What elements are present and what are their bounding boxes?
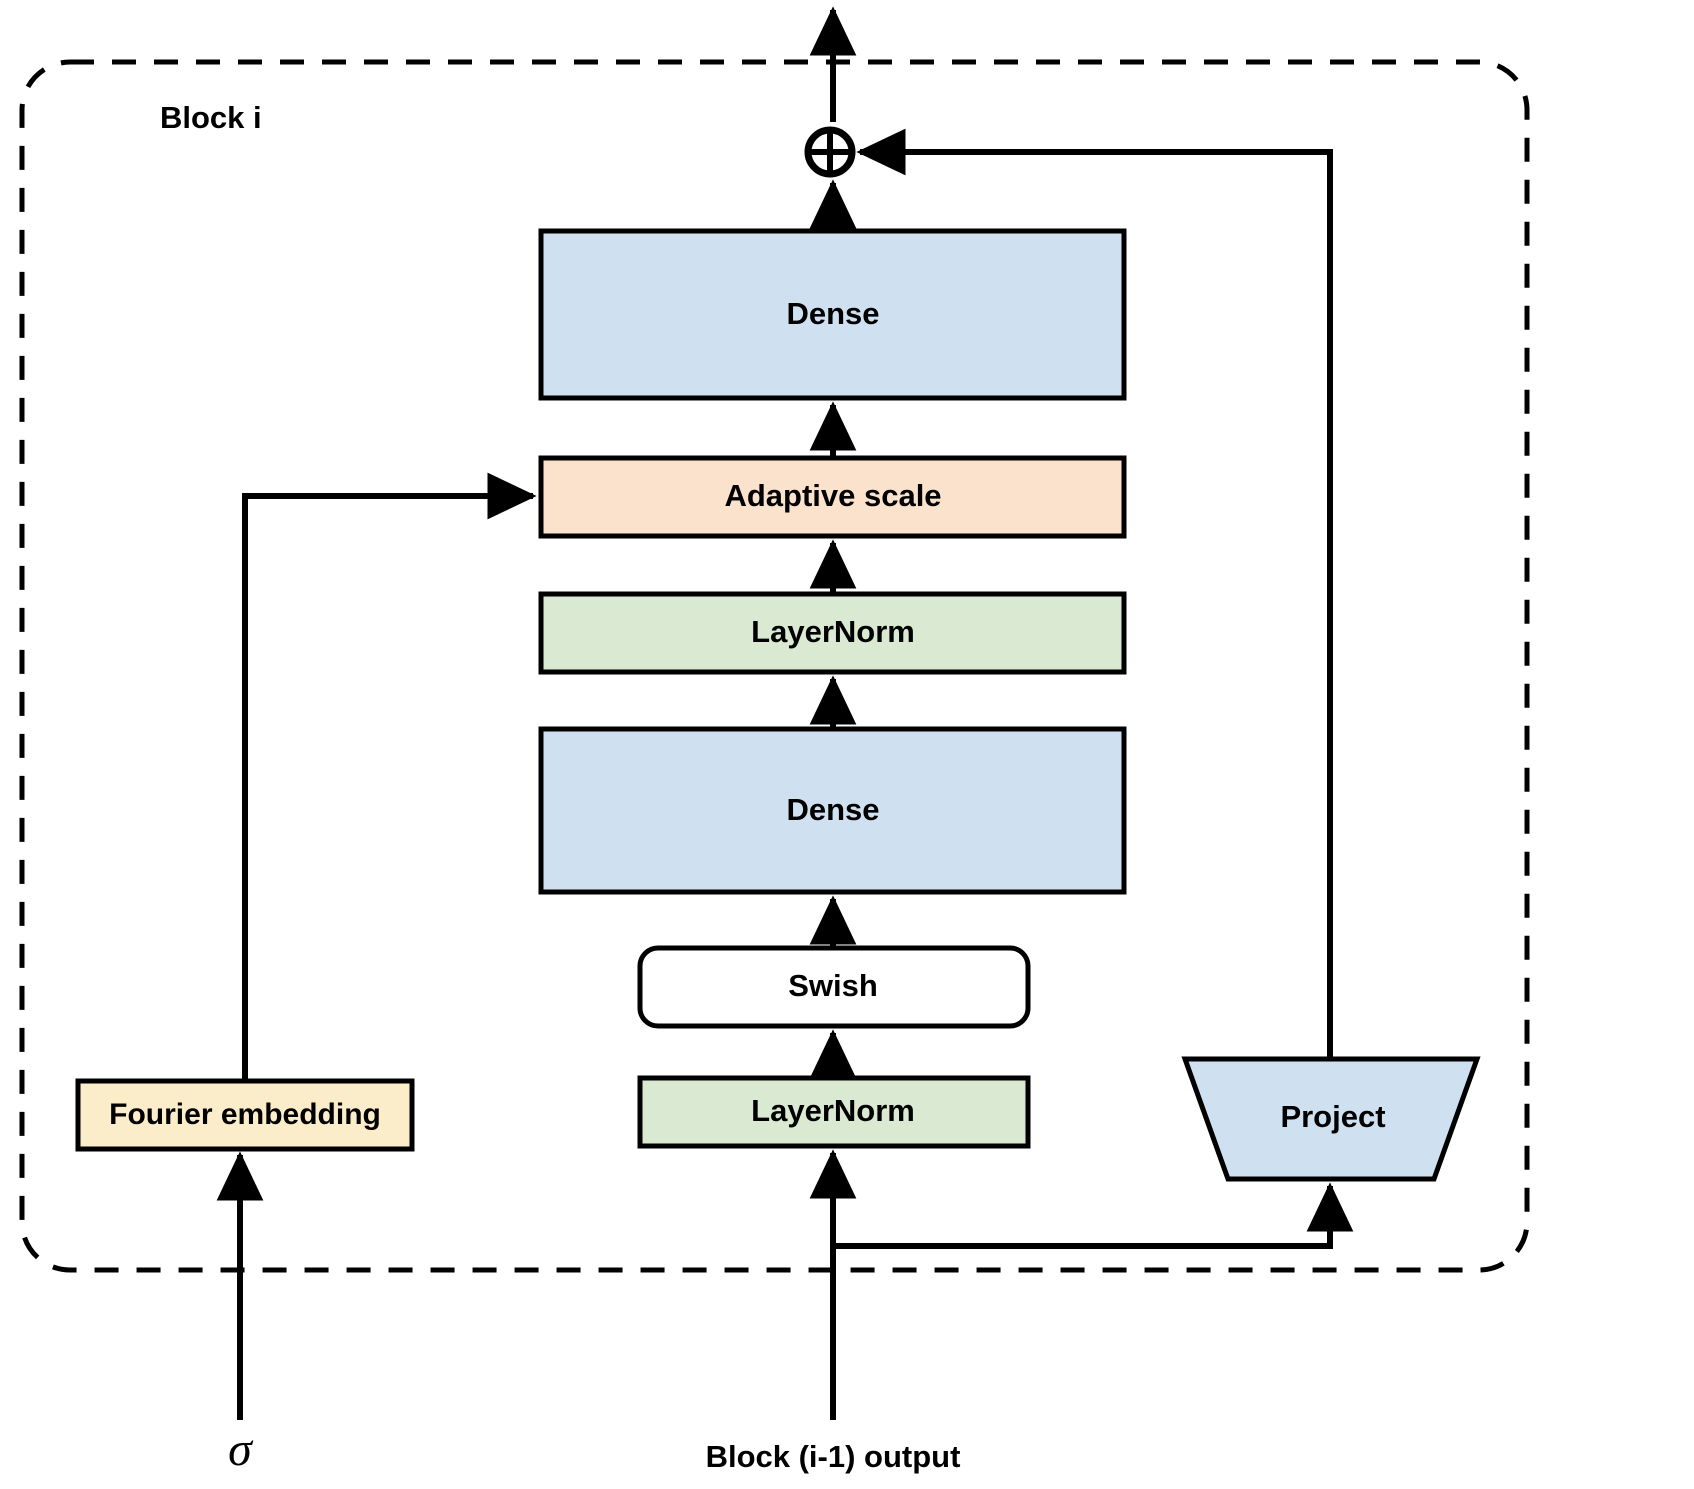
node-dense-bottom-label: Dense <box>786 792 879 827</box>
node-dense-top-label: Dense <box>786 296 879 331</box>
node-fourier-embedding[interactable] <box>75 1078 415 1152</box>
block-title-label: Block i <box>160 100 262 135</box>
edge-input-to-project <box>833 1182 1354 1249</box>
edge-fourier-to-adaptive-scale <box>242 472 537 1081</box>
node-dense-bottom[interactable] <box>538 726 1127 895</box>
node-swish[interactable] <box>637 945 1031 1029</box>
node-dense-top[interactable] <box>538 228 1127 401</box>
node-layernorm-lower-label: LayerNorm <box>751 1093 915 1128</box>
block-input-label: Block (i-1) output <box>706 1439 961 1474</box>
sigma-input-label: σ <box>228 1423 254 1476</box>
node-fourier-embedding-label: Fourier embedding <box>109 1098 381 1131</box>
block-i-frame <box>19 59 1530 1273</box>
node-project-label: Project <box>1280 1099 1385 1134</box>
residual-add-node <box>804 126 856 178</box>
node-layernorm-lower[interactable] <box>637 1075 1031 1149</box>
node-project[interactable] <box>1181 1056 1481 1182</box>
edge-project-to-residual-add <box>856 128 1333 1059</box>
node-adaptive-scale-label: Adaptive scale <box>724 478 941 513</box>
node-layernorm-upper[interactable] <box>538 591 1127 675</box>
node-swish-label: Swish <box>788 968 878 1003</box>
node-layernorm-upper-label: LayerNorm <box>751 614 915 649</box>
node-adaptive-scale[interactable] <box>538 455 1127 539</box>
